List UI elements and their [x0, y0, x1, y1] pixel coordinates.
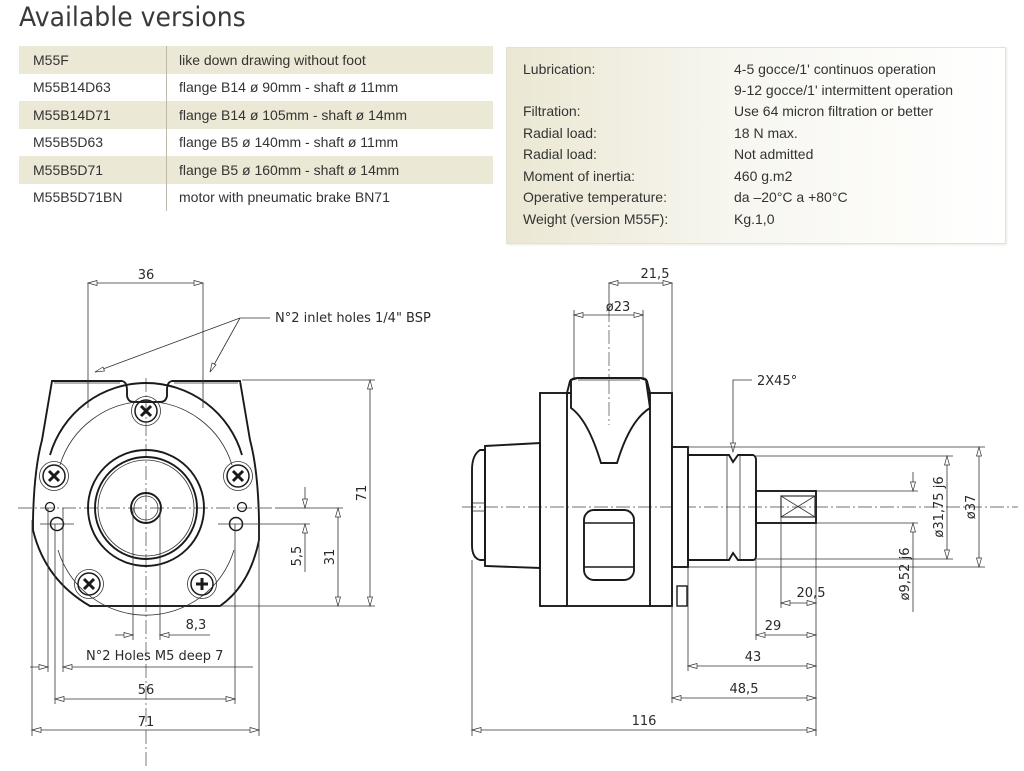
spec-value: da –20°C a +80°C: [734, 189, 848, 205]
version-description: flange B5 ø 160mm - shaft ø 14mm: [166, 156, 493, 184]
version-description: flange B5 ø 140mm - shaft ø 11mm: [179, 134, 399, 151]
dim-hole-spacing: 56: [138, 683, 155, 698]
rear-cap: [471, 449, 486, 561]
side-view: 21,5 ø23 2X45° ø37 ø31,75 j6 ø9,52: [462, 267, 1018, 736]
dim-flange-diameter: ø37: [964, 495, 979, 520]
side-window: [583, 509, 635, 581]
screw-right-icon: [222, 460, 254, 492]
shaft: [755, 490, 817, 524]
dim-boss-offset: 21,5: [641, 267, 670, 282]
version-description: flange B14 ø 105mm - shaft ø 14mm: [166, 101, 493, 129]
side-flange: [671, 446, 689, 568]
version-code: M55B14D71: [19, 101, 167, 129]
note-chamfer: 2X45°: [757, 374, 797, 389]
dim-spigot-diameter: ø31,75 j6: [932, 476, 947, 537]
note-inlet-holes: N°2 inlet holes 1/4" BSP: [275, 311, 431, 326]
shaft-end: [130, 492, 162, 524]
spec-value: 18 N max.: [734, 125, 798, 141]
note-mount-holes: N°2 Holes M5 deep 7: [86, 649, 223, 664]
screw-left-icon: [38, 460, 70, 492]
spec-label: Filtration:: [523, 103, 581, 119]
screw-bottom-right-icon: [186, 568, 218, 600]
table-row: M55B5D71BN motor with pneumatic brake BN…: [19, 183, 493, 211]
table-row: M55F like down drawing without foot: [19, 46, 493, 74]
dim-bore: 8,3: [186, 618, 207, 633]
table-row: M55B5D63 flange B5 ø 140mm - shaft ø 11m…: [19, 128, 493, 156]
spec-value: Not admitted: [734, 146, 814, 162]
dim-shaft-length: 29: [765, 619, 782, 634]
spec-label: Moment of inertia:: [523, 168, 636, 184]
dim-height: 71: [355, 485, 370, 502]
dim-width: 71: [138, 715, 155, 730]
specs-panel: Lubrication: 4-5 gocce/1' continuos oper…: [506, 47, 1006, 244]
dim-axis-height: 31: [323, 549, 338, 566]
version-description: like down drawing without foot: [166, 46, 493, 74]
dim-total-length: 116: [632, 714, 657, 729]
front-view: 36 N°2 inlet holes 1/4" BSP 71 31 5,5: [18, 268, 431, 768]
dim-spigot-length: 43: [745, 650, 762, 665]
front-body-outline: [32, 380, 260, 607]
screw-bottom-left-icon: [73, 568, 105, 600]
dim-flange-length: 48,5: [730, 682, 759, 697]
version-description: motor with pneumatic brake BN71: [179, 189, 390, 206]
table-row: M55B5D71 flange B5 ø 160mm - shaft ø 14m…: [19, 156, 493, 184]
spec-value: 4-5 gocce/1' continuos operation: [734, 61, 936, 77]
spec-value: Kg.1,0: [734, 211, 775, 227]
table-row: M55B14D63 flange B14 ø 90mm - shaft ø 11…: [19, 73, 493, 101]
version-code: M55B5D63: [19, 128, 167, 156]
versions-table: M55F like down drawing without foot M55B…: [19, 46, 493, 211]
spigot: [687, 454, 757, 561]
dim-inlet-spacing: 36: [138, 268, 155, 283]
spec-label: Lubrication:: [523, 61, 596, 77]
version-code: M55F: [19, 46, 167, 74]
spec-label: Radial load:: [523, 146, 597, 162]
page-title: Available versions: [19, 2, 246, 33]
dim-key-length: 20,5: [797, 586, 826, 601]
spec-value: 460 g.m2: [734, 168, 793, 184]
hub-inner: [94, 456, 198, 560]
spec-label: Weight (version M55F):: [523, 211, 669, 227]
dim-shaft-diameter: ø9,52 j6: [898, 548, 913, 601]
spec-label: Radial load:: [523, 125, 597, 141]
spec-label: Operative temperature:: [523, 189, 667, 205]
spec-value: 9-12 gocce/1' intermittent operation: [734, 82, 954, 98]
dim-offset: 5,5: [290, 546, 305, 567]
table-row: M55B14D71 flange B14 ø 105mm - shaft ø 1…: [19, 101, 493, 129]
dim-boss-diameter: ø23: [606, 300, 631, 315]
version-code: M55B14D63: [19, 73, 167, 101]
spec-value: Use 64 micron filtration or better: [734, 103, 934, 119]
hub-outer: [87, 449, 205, 567]
version-code: M55B5D71: [19, 156, 167, 184]
version-code: M55B5D71BN: [19, 183, 167, 211]
version-description: flange B14 ø 90mm - shaft ø 11mm: [179, 79, 399, 96]
